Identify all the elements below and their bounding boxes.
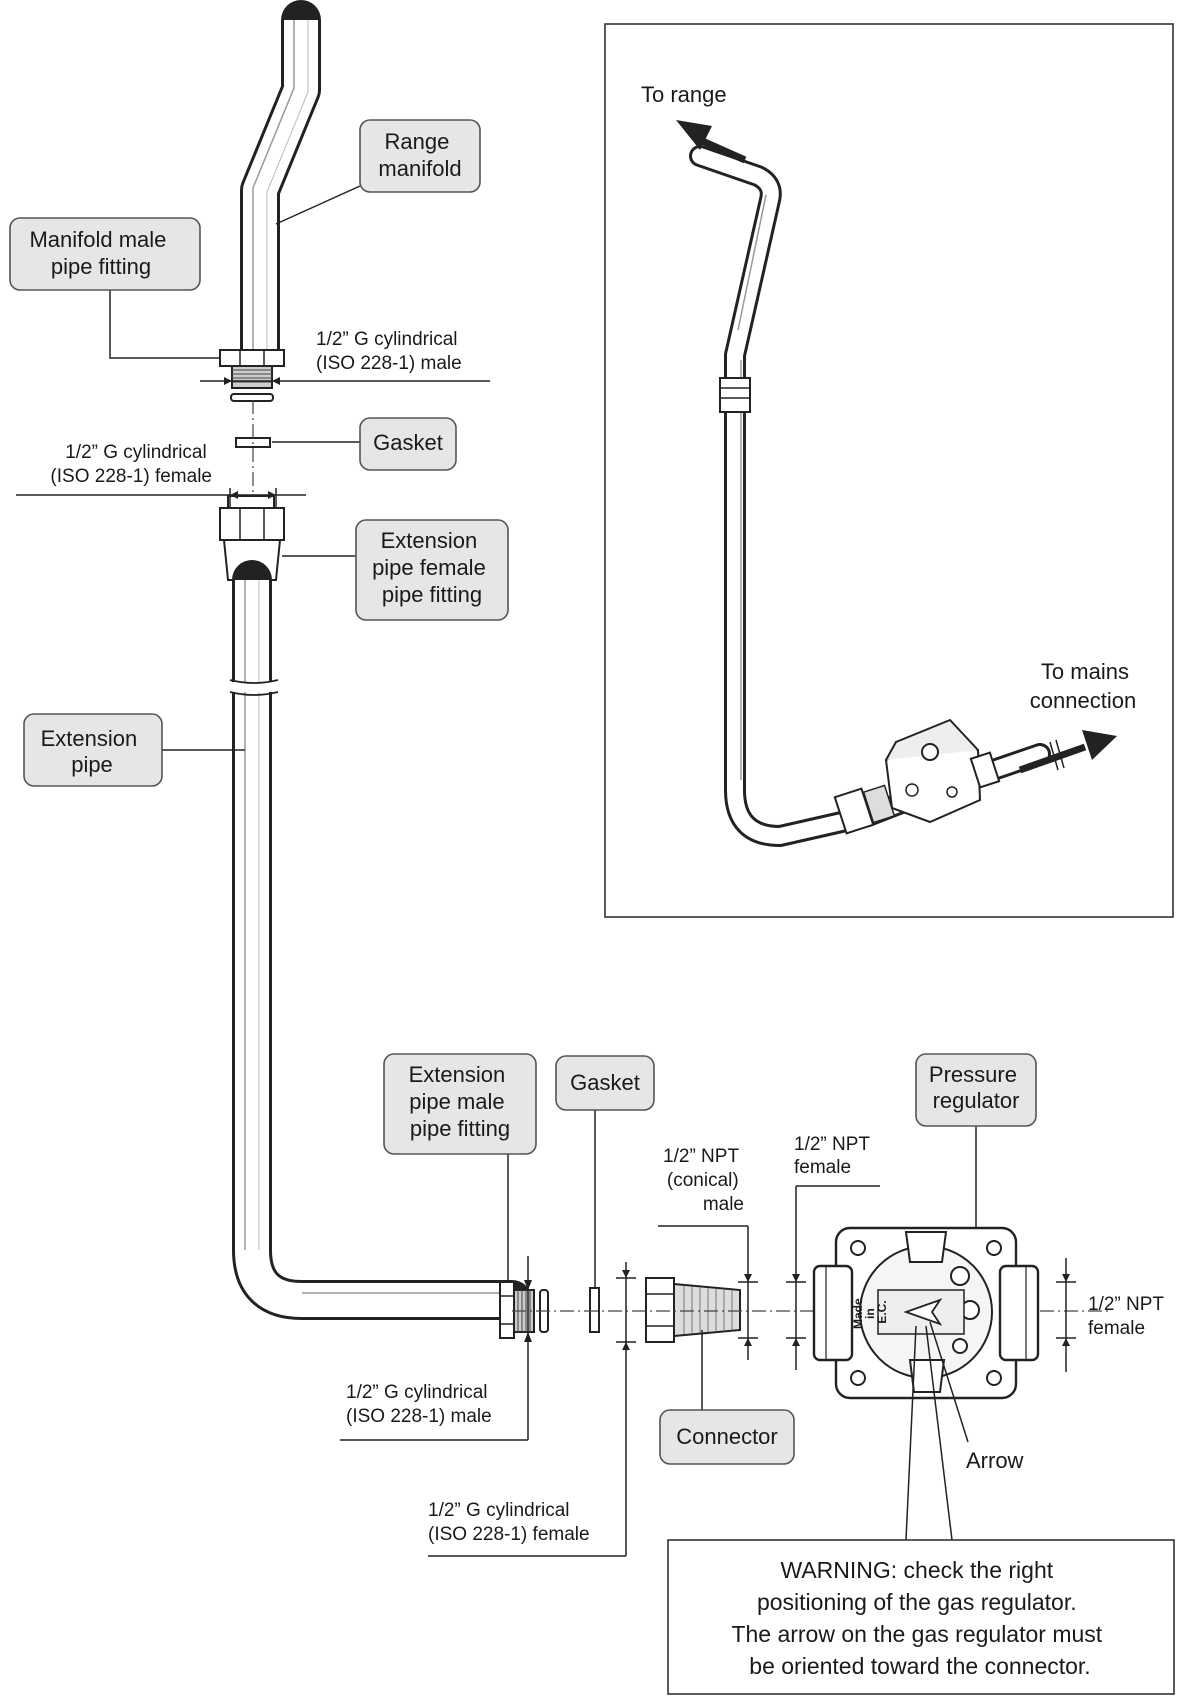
warning-box: WARNING: check the right positioning of … (667, 1539, 1175, 1695)
svg-text:Extension pipe female: Extension pipe female pipe fitting (372, 528, 492, 607)
svg-text:Range manifold: Range manifold (378, 129, 461, 181)
extension-male-fitting-shape (499, 1281, 549, 1339)
regulator-arrow-icon (903, 1298, 943, 1326)
annotation-arrow: Arrow (966, 1448, 1024, 1473)
annotation-npt-female-right: 1/2” NPT female (1088, 1294, 1169, 1339)
bottom-gasket-shape (589, 1287, 600, 1333)
svg-text:Pressure regulator: Pressure regulator (929, 1062, 1023, 1113)
inset-pipe (689, 145, 1051, 847)
to-range-arrow (676, 120, 747, 164)
annotation-g-female-top: 1/2” G cylindrical (ISO 228-1) female (50, 442, 212, 487)
svg-text:Connector: Connector (676, 1424, 778, 1449)
callout-extension-female-fitting: Extension pipe female pipe fitting (355, 519, 509, 621)
callout-gasket-top: Gasket (359, 417, 457, 471)
to-range-label: To range (641, 82, 727, 107)
svg-text:WARNING: check the right: WARNING: check the right positioning of … (731, 1557, 1108, 1679)
pressure-regulator-shape (812, 1226, 1040, 1400)
range-manifold-pipe (219, 0, 321, 402)
callout-connector: Connector (659, 1409, 795, 1465)
callout-gasket-bottom: Gasket (555, 1055, 655, 1111)
callout-pressure-regulator: Pressure regulator (915, 1053, 1037, 1127)
svg-text:Gasket: Gasket (570, 1070, 640, 1095)
annotation-g-female-bottom: 1/2” G cylindrical (ISO 228-1) female (428, 1500, 590, 1545)
annotation-npt-female-left: 1/2” NPT female (794, 1134, 875, 1178)
to-mains-label: To mains connection (1030, 659, 1136, 713)
annotation-g-male-bottom: 1/2” G cylindrical (ISO 228-1) male (346, 1382, 493, 1427)
svg-text:Manifold male pipe fitti: Manifold male pipe fitting (29, 227, 172, 279)
connector-shape (645, 1277, 741, 1343)
annotation-npt-conical-male: 1/2” NPT (conical) male (663, 1146, 744, 1215)
regulator-marking: Made in E.C. (851, 1295, 889, 1329)
callout-range-manifold: Range manifold (359, 119, 481, 193)
inset-regulator (884, 718, 1001, 824)
to-mains-arrow (1018, 730, 1117, 774)
extension-pipe-shape (228, 560, 532, 1320)
callout-extension-male-fitting: Extension pipe male pipe fitting (383, 1053, 537, 1155)
svg-text:Extension pipe: Extension pipe (41, 726, 144, 777)
leader-lines (16, 185, 1076, 1557)
svg-text:Gasket: Gasket (373, 430, 443, 455)
callout-manifold-male-fitting: Manifold male pipe fitting (9, 217, 201, 291)
svg-text:Extension pipe male: Extension pipe male pipe fitting (409, 1062, 512, 1141)
callout-extension-pipe: Extension pipe (23, 713, 163, 787)
annotation-g-male-top: 1/2” G cylindrical (ISO 228-1) male (316, 329, 463, 374)
